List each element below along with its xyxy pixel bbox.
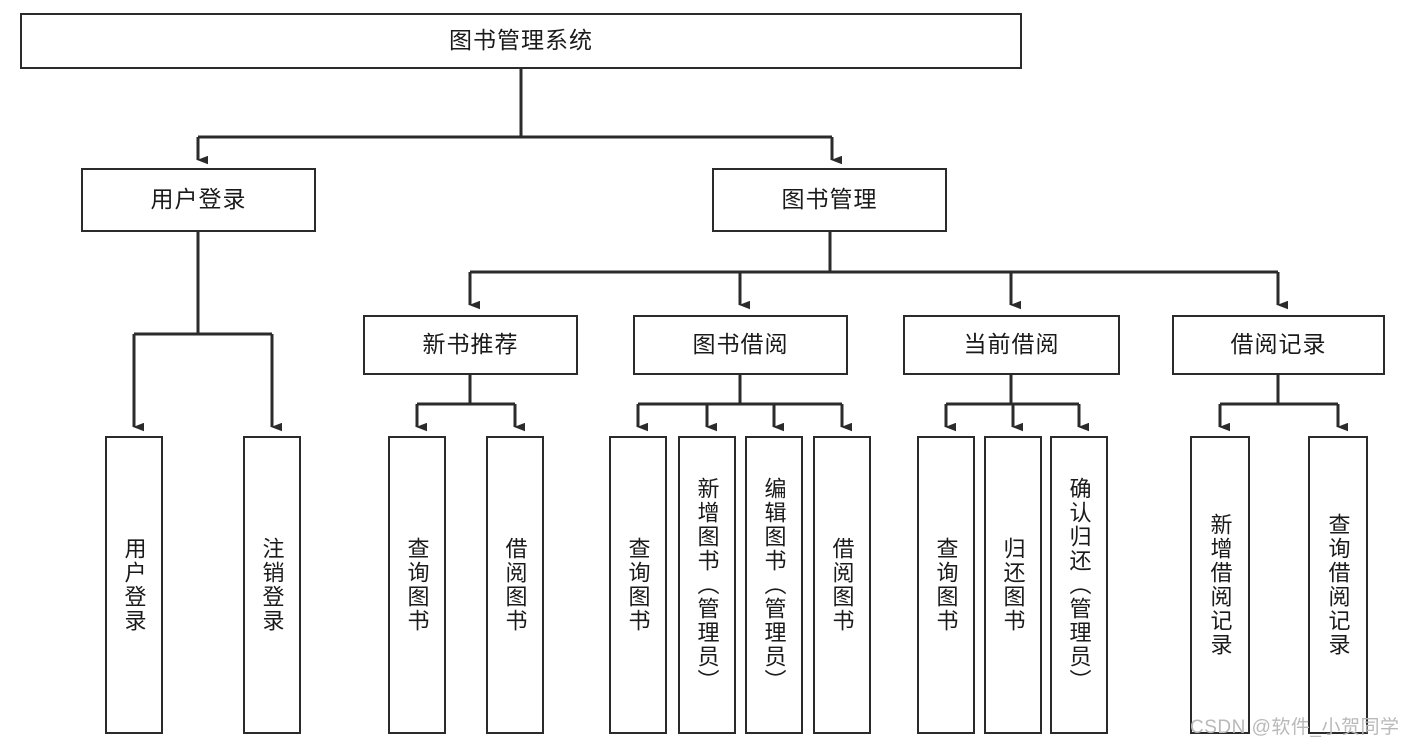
node-new-book-recommend-label: 新书推荐	[422, 331, 519, 358]
leaf-node-label: 借阅图书	[829, 537, 855, 633]
leaf-node[interactable]: 确认归还（管理员）	[1050, 436, 1108, 734]
leaf-node[interactable]: 注销登录	[243, 436, 301, 734]
node-current-borrow-label: 当前借阅	[963, 331, 1060, 358]
node-root-label: 图书管理系统	[449, 27, 593, 54]
node-borrow-record-label: 借阅记录	[1230, 331, 1327, 358]
leaf-node[interactable]: 借阅图书	[813, 436, 871, 734]
leaf-node-label: 注销登录	[259, 537, 285, 633]
node-book-management[interactable]: 图书管理	[712, 168, 947, 232]
node-borrow-record[interactable]: 借阅记录	[1172, 315, 1385, 375]
leaf-node-label: 查询图书	[933, 537, 959, 633]
node-book-borrow[interactable]: 图书借阅	[633, 315, 848, 375]
node-new-book-recommend[interactable]: 新书推荐	[363, 315, 578, 375]
node-root[interactable]: 图书管理系统	[20, 13, 1022, 69]
leaf-node-label: 用户登录	[121, 537, 147, 633]
node-book-management-label: 图书管理	[781, 186, 878, 213]
leaf-node[interactable]: 归还图书	[984, 436, 1042, 734]
node-current-borrow[interactable]: 当前借阅	[903, 315, 1120, 375]
leaf-node-label: 查询借阅记录	[1325, 513, 1351, 657]
leaf-node-label: 借阅图书	[502, 537, 528, 633]
node-book-borrow-label: 图书借阅	[692, 331, 789, 358]
leaf-node-label: 确认归还（管理员）	[1066, 477, 1092, 693]
csdn-watermark: CSDN @软件_小贺同学	[1190, 717, 1400, 738]
leaf-node-label: 新增借阅记录	[1207, 513, 1233, 657]
leaf-node[interactable]: 借阅图书	[486, 436, 544, 734]
leaf-node[interactable]: 新增图书（管理员）	[678, 436, 736, 734]
leaf-node[interactable]: 查询借阅记录	[1308, 436, 1368, 734]
leaf-node[interactable]: 用户登录	[105, 436, 163, 734]
leaf-node-label: 编辑图书（管理员）	[761, 477, 787, 693]
leaf-node[interactable]: 新增借阅记录	[1190, 436, 1250, 734]
leaf-node[interactable]: 查询图书	[609, 436, 667, 734]
leaf-node[interactable]: 查询图书	[917, 436, 975, 734]
node-user-login[interactable]: 用户登录	[81, 168, 316, 232]
leaf-node[interactable]: 编辑图书（管理员）	[745, 436, 803, 734]
node-user-login-label: 用户登录	[150, 186, 247, 213]
leaf-node-label: 归还图书	[1000, 537, 1026, 633]
leaf-node-label: 查询图书	[404, 537, 430, 633]
leaf-node-label: 查询图书	[625, 537, 651, 633]
leaf-node-label: 新增图书（管理员）	[694, 477, 720, 693]
leaf-node[interactable]: 查询图书	[388, 436, 446, 734]
